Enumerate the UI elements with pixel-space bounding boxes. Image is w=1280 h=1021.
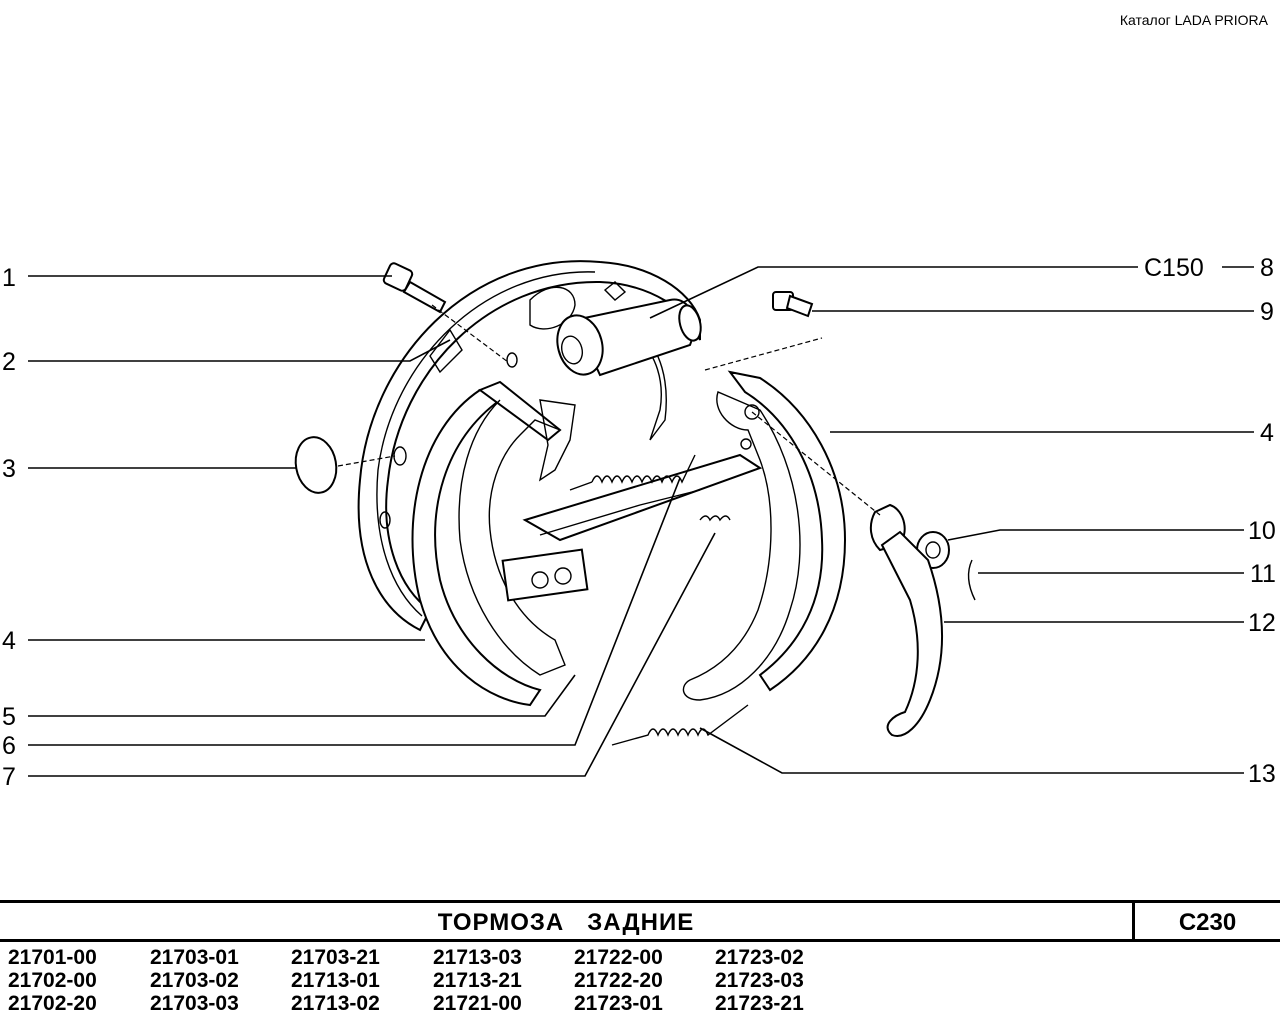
callout-8-ref: С150 [1144, 254, 1204, 282]
model-code: 21723-21 [715, 992, 804, 1015]
bolt [382, 262, 447, 314]
plug [294, 436, 338, 494]
lower-spring [611, 704, 749, 746]
callout-8: 8 [1260, 254, 1274, 282]
parking-brake-lever [880, 530, 943, 737]
model-column: 21701-00 21702-00 21702-20 [8, 946, 97, 1015]
callout-2: 2 [2, 348, 16, 376]
model-code: 21713-21 [433, 969, 522, 992]
callout-12: 12 [1248, 609, 1276, 637]
model-code: 21703-02 [150, 969, 239, 992]
model-code: 21703-03 [150, 992, 239, 1015]
model-code: 21723-02 [715, 946, 804, 969]
small-spring [699, 515, 731, 522]
callout-13: 13 [1248, 760, 1276, 788]
catalog-title: Каталог LADA PRIORA [1119, 12, 1268, 28]
model-code: 21701-00 [8, 946, 97, 969]
strut-bar [522, 453, 763, 542]
callout-6: 6 [2, 732, 16, 760]
callout-7: 7 [2, 763, 16, 791]
model-column: 21723-02 21723-03 21723-21 [715, 946, 804, 1015]
model-column: 21703-01 21703-02 21703-03 [150, 946, 239, 1015]
page-title: ТОРМОЗА ЗАДНИЕ [437, 909, 695, 936]
catalog-footer: ТОРМОЗА ЗАДНИЕ С230 21701-00 21702-00 21… [0, 900, 1280, 1021]
upper-spring [569, 454, 696, 491]
bleed-screw [772, 291, 814, 318]
model-column: 21703-21 21713-01 21713-02 [291, 946, 380, 1015]
brake-shoe-right [682, 370, 847, 701]
callout-4-right: 4 [1260, 419, 1274, 447]
callout-1: 1 [2, 264, 16, 292]
callout-9: 9 [1260, 298, 1274, 326]
model-code: 21721-00 [433, 992, 522, 1015]
wheel-cylinder [556, 281, 702, 377]
page-code: С230 [1178, 909, 1237, 936]
model-code: 21713-02 [291, 992, 380, 1015]
cotter-pin [967, 559, 976, 601]
brake-shoe-left [411, 380, 589, 707]
model-code: 21722-00 [574, 946, 663, 969]
callout-11: 11 [1250, 560, 1276, 588]
model-column: 21713-03 21713-21 21721-00 [433, 946, 522, 1015]
model-code: 21702-20 [8, 992, 97, 1015]
title-bar: ТОРМОЗА ЗАДНИЕ С230 [0, 900, 1280, 942]
model-code: 21723-01 [574, 992, 663, 1015]
rear-brake-exploded-diagram: 1 2 3 4 5 6 7 С150 8 9 4 10 11 12 13 [2, 254, 1276, 791]
model-code: 21722-20 [574, 969, 663, 992]
callout-5: 5 [2, 703, 16, 731]
callout-10: 10 [1248, 517, 1276, 545]
model-code: 21713-01 [291, 969, 380, 992]
model-code: 21702-00 [8, 969, 97, 992]
callout-3: 3 [2, 455, 16, 483]
model-code: 21703-01 [150, 946, 239, 969]
model-code: 21703-21 [291, 946, 380, 969]
callout-4-left: 4 [2, 627, 16, 655]
model-list: 21701-00 21702-00 21702-20 21703-01 2170… [8, 946, 1278, 1018]
title-divider [1132, 903, 1135, 942]
model-code: 21723-03 [715, 969, 804, 992]
model-code: 21713-03 [433, 946, 522, 969]
model-column: 21722-00 21722-20 21723-01 [574, 946, 663, 1015]
